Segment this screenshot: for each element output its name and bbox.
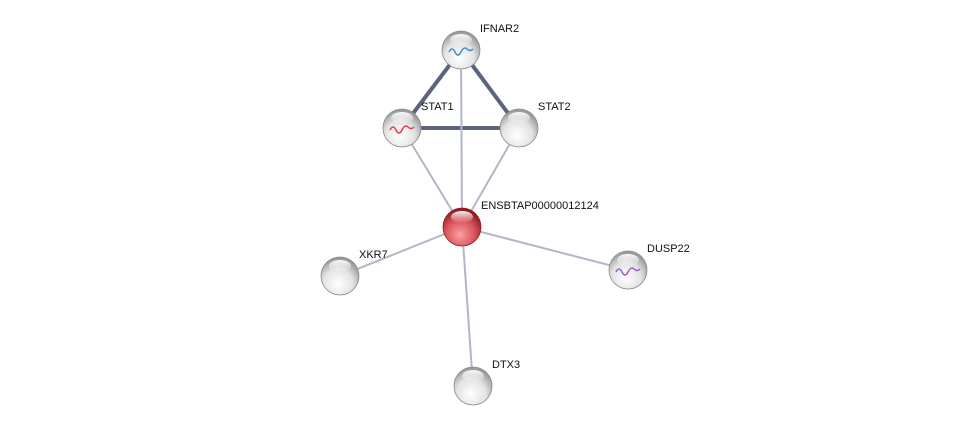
node-label: STAT1	[421, 101, 454, 113]
node-label: DUSP22	[647, 243, 690, 255]
edge-ensbtap00000012124-dusp22[interactable]	[461, 226, 629, 271]
node-highlight	[617, 254, 639, 266]
node-dusp22[interactable]: DUSP22	[608, 243, 690, 290]
protein-structure-icon	[615, 267, 641, 276]
edge-ensbtap00000012124-dtx3[interactable]	[461, 226, 474, 387]
node-ensbtap00000012124[interactable]: ENSBTAP00000012124	[442, 200, 599, 247]
node-stat2[interactable]: STAT2	[499, 101, 571, 148]
node-highlight	[391, 112, 413, 124]
edge-ensbtap00000012124-xkr7[interactable]	[339, 226, 463, 277]
node-highlight	[451, 211, 473, 223]
node-highlight	[450, 34, 472, 46]
node-dtx3[interactable]: DTX3	[453, 359, 520, 406]
node-label: STAT2	[538, 101, 571, 113]
edge-ensbtap00000012124-ifnar2[interactable]	[460, 49, 463, 228]
node-label: DTX3	[492, 359, 520, 371]
node-ifnar2[interactable]: IFNAR2	[441, 23, 519, 70]
node-highlight	[462, 370, 484, 382]
node-label: XKR7	[359, 249, 388, 261]
protein-structure-icon	[448, 47, 474, 56]
node-label: ENSBTAP00000012124	[481, 200, 599, 212]
node-xkr7[interactable]: XKR7	[320, 249, 388, 296]
node-highlight	[329, 260, 351, 272]
node-label: IFNAR2	[480, 23, 519, 35]
node-stat1[interactable]: STAT1	[382, 101, 454, 148]
node-highlight	[508, 112, 530, 124]
protein-structure-icon	[389, 125, 415, 134]
